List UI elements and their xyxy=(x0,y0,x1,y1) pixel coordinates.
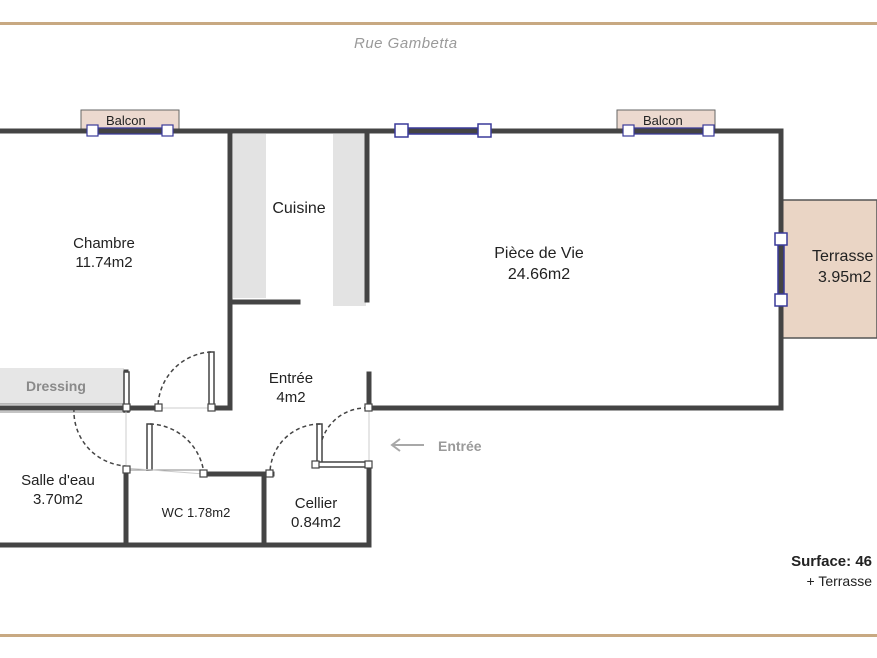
room-salle-eau-name: Salle d'eau xyxy=(21,472,95,489)
window-balcony-right xyxy=(622,124,715,137)
entrance-label: Entrée xyxy=(438,438,482,454)
surface-summary: Surface: 46 + Terrasse xyxy=(791,553,872,589)
room-cellier: Cellier 0.84m2 xyxy=(270,494,362,532)
top-border xyxy=(0,22,877,25)
entrance-arrow-icon xyxy=(390,438,424,452)
balcony-right-label: Balcon xyxy=(643,113,683,128)
door-guides xyxy=(125,407,370,475)
dressing-area xyxy=(0,368,124,404)
room-chambre-name: Chambre xyxy=(73,235,135,252)
window-balcony-left xyxy=(86,124,174,137)
balcony-left-label: Balcon xyxy=(106,113,146,128)
door-swings xyxy=(73,351,369,475)
room-terrasse-area: 3.95m2 xyxy=(818,269,872,286)
room-piece-de-vie: Pièce de Vie 24.66m2 xyxy=(474,243,604,285)
room-cuisine-name: Cuisine xyxy=(272,200,326,217)
room-salle-eau-area: 3.70m2 xyxy=(32,491,84,508)
room-piece-de-vie-area: 24.66m2 xyxy=(507,266,571,283)
wall-outlines xyxy=(0,403,204,471)
room-terrasse: Terrasse 3.95m2 xyxy=(812,246,873,288)
room-wc: WC 1.78m2 xyxy=(146,503,246,522)
window-terrace xyxy=(774,232,788,307)
hinge-markers xyxy=(122,403,373,478)
room-wc-name: WC 1.78m2 xyxy=(161,505,231,520)
surface-total: Surface: 46 xyxy=(791,553,872,570)
window-main xyxy=(394,123,492,138)
walls xyxy=(0,128,784,548)
room-salle-eau: Salle d'eau 3.70m2 xyxy=(6,471,110,509)
bottom-border xyxy=(0,634,877,637)
room-chambre: Chambre 11.74m2 xyxy=(54,234,154,272)
kitchen-counter-right xyxy=(333,134,366,306)
room-piece-de-vie-name: Pièce de Vie xyxy=(494,245,584,262)
room-terrasse-name: Terrasse xyxy=(812,248,874,265)
kitchen-counter-left xyxy=(233,134,266,298)
surface-terrace-note: + Terrasse xyxy=(806,573,873,589)
room-cellier-area: 0.84m2 xyxy=(290,514,342,531)
terrace-area xyxy=(780,199,877,339)
room-entree: Entrée 4m2 xyxy=(246,369,336,407)
room-dressing-name: Dressing xyxy=(26,378,86,394)
room-chambre-area: 11.74m2 xyxy=(75,254,133,271)
room-entree-area: 4m2 xyxy=(276,389,306,406)
room-cuisine: Cuisine xyxy=(252,199,346,218)
room-cellier-name: Cellier xyxy=(294,495,338,512)
room-entree-name: Entrée xyxy=(268,370,314,387)
street-name: Rue Gambetta xyxy=(354,35,458,52)
